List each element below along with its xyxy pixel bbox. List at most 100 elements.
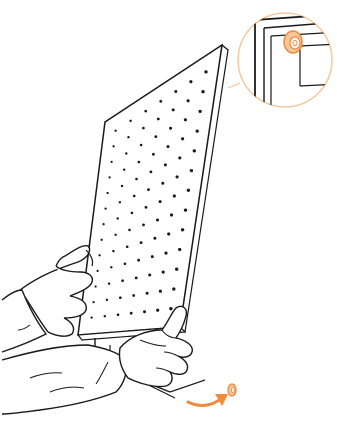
pegboard-hole — [201, 90, 204, 93]
pegboard-hole — [98, 254, 100, 256]
pegboard-hole — [150, 171, 153, 174]
pegboard-hole — [159, 200, 162, 203]
pegboard-hole — [159, 100, 162, 103]
pegboard-hole — [142, 224, 145, 227]
pegboard-hole — [147, 188, 150, 191]
pegboard-hole — [124, 262, 127, 265]
pegboard-hole — [117, 313, 120, 316]
pegboard-hole — [164, 163, 167, 166]
pegboard-hole — [126, 245, 129, 248]
pegboard-hole — [108, 282, 110, 284]
pegboard-hole — [125, 152, 127, 154]
pegboard-hole — [173, 194, 176, 197]
pegboard-hole — [189, 80, 192, 83]
pegboard-hole — [167, 232, 170, 235]
pegboard-hole — [142, 127, 145, 130]
pegboard-hole — [127, 136, 129, 138]
pegboard-hole — [156, 219, 159, 222]
pegboard-hole — [112, 250, 114, 252]
pegboard-hole — [108, 176, 110, 178]
pegboard-hole — [135, 178, 138, 181]
pegboard-hole — [119, 296, 122, 299]
pegboard-hole — [190, 169, 193, 172]
pegboard-hole — [169, 127, 172, 130]
pegboard-hole — [104, 207, 106, 209]
callout-circle — [238, 13, 332, 107]
pegboard-hole — [146, 292, 149, 295]
pegboard-hole — [143, 310, 146, 313]
pegboard-hole — [172, 108, 175, 111]
pegboard-hole — [133, 195, 136, 198]
pegboard-hole — [181, 228, 184, 231]
pegboard-hole — [153, 237, 156, 240]
pegboard-hole — [148, 274, 151, 277]
pegboard-hole — [135, 277, 138, 280]
pegboard-hole — [119, 201, 121, 203]
pegboard-hole — [159, 290, 162, 293]
pegboard-hole — [144, 110, 147, 113]
pegboard-hole — [96, 270, 98, 272]
pegboard-hole — [114, 234, 116, 236]
detail-callout — [228, 13, 337, 110]
pegboard-hole — [156, 309, 159, 312]
pegboard-hole — [175, 268, 178, 271]
pegboard-hole — [137, 259, 140, 262]
pegboard-hole — [176, 175, 179, 178]
pegboard-hole — [167, 145, 170, 148]
pegboard-hole — [90, 316, 92, 318]
pegboard-hole — [131, 212, 134, 215]
pegboard-hole — [187, 189, 190, 192]
pegboard-hole — [121, 185, 123, 187]
pegboard-hole — [102, 223, 104, 225]
pegboard-hole — [187, 99, 190, 102]
pegboard-hole — [204, 70, 207, 73]
pegboard-hole — [116, 217, 118, 219]
pegboard-hole — [92, 301, 94, 303]
pegboard-hole — [104, 315, 106, 317]
pegboard-hole — [110, 161, 112, 163]
pegboard-face — [78, 45, 222, 335]
pegboard-hole — [184, 118, 187, 121]
pegboard-hole — [128, 229, 131, 232]
pegboard-panel — [78, 45, 228, 340]
pegboard-hole — [140, 241, 143, 244]
pegboard-hole — [169, 307, 172, 310]
remove-arrow-icon — [188, 394, 228, 406]
pegboard-hole — [178, 248, 181, 251]
washer-icon — [284, 31, 302, 53]
pegboard-hole — [154, 135, 157, 138]
pegboard-hole — [164, 252, 167, 255]
pegboard-hole — [94, 285, 96, 287]
callout-leader — [228, 83, 240, 88]
pegboard-hole — [145, 206, 148, 209]
pegboard-hole — [140, 144, 143, 147]
pegboard-hole — [157, 118, 160, 121]
pegboard-hole — [196, 129, 199, 132]
pegboard-hole — [121, 279, 124, 282]
pegboard-hole — [178, 156, 181, 159]
pegboard-hole — [129, 120, 131, 122]
pegboard-hole — [114, 130, 116, 132]
pegboard-hole — [132, 294, 135, 297]
pegboard-hole — [137, 161, 140, 164]
pegboard-hole — [112, 145, 114, 147]
pegboard-hole — [193, 149, 196, 152]
pegboard-hole — [110, 266, 112, 268]
removed-washer — [228, 384, 236, 396]
pegboard-hole — [162, 271, 165, 274]
pegboard-hole — [106, 192, 108, 194]
pegboard-hole — [130, 312, 133, 315]
pegboard-hole — [184, 208, 187, 211]
pegboard-hole — [100, 239, 102, 241]
pegboard-hole — [152, 153, 155, 156]
pegboard-hole — [161, 182, 164, 185]
pegboard-hole — [198, 110, 201, 113]
pegboard-hole — [174, 90, 177, 93]
pegboard-hole — [106, 299, 108, 301]
pegboard-hole — [172, 287, 175, 290]
pegboard-hole — [170, 213, 173, 216]
pegboard-hole — [123, 168, 125, 170]
pegboard-hole — [181, 137, 184, 140]
